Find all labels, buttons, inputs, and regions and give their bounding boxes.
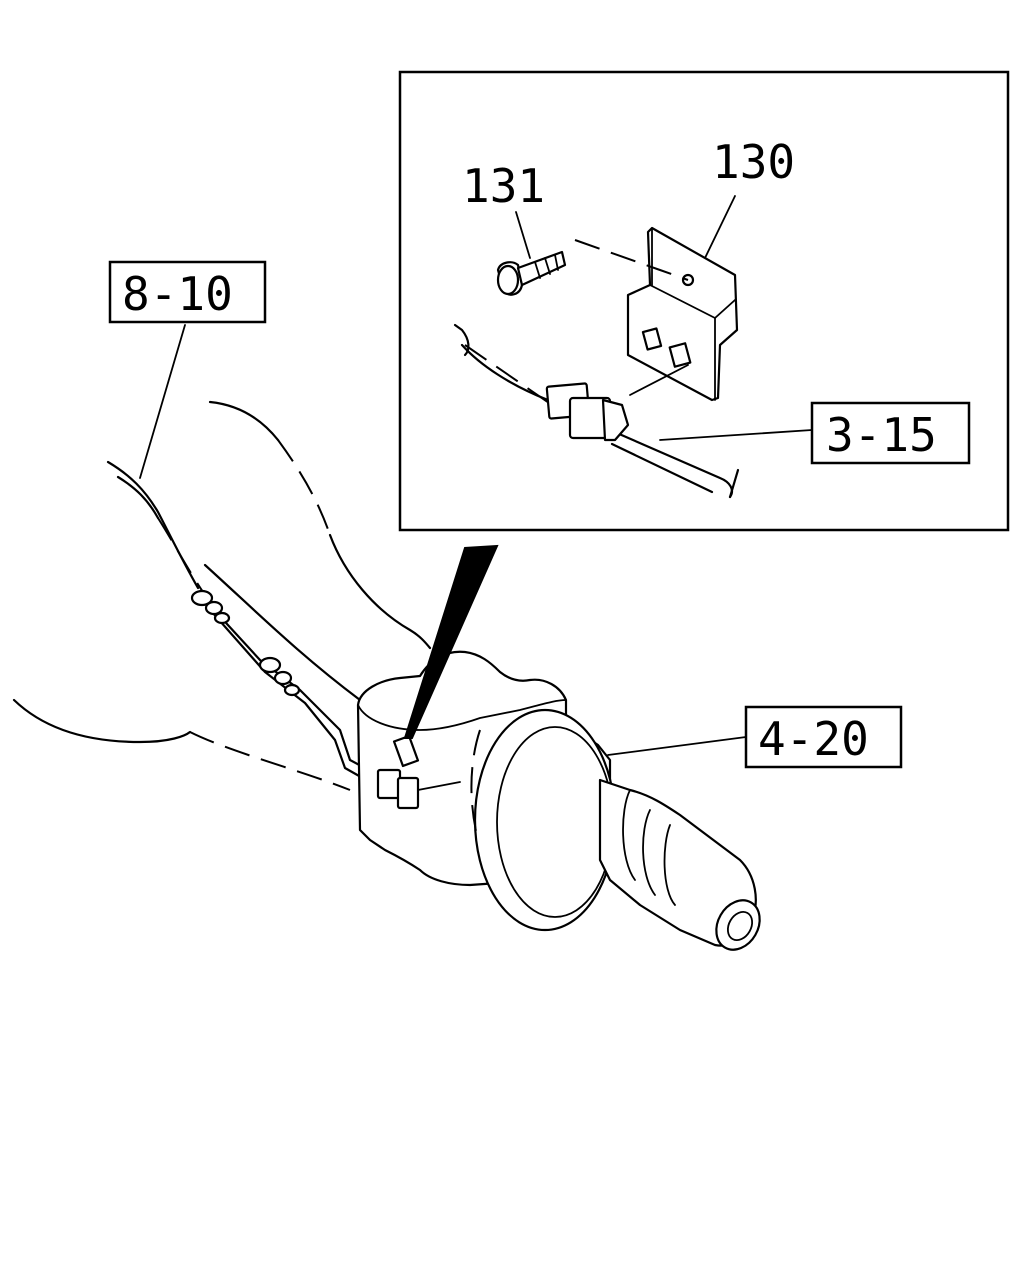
- bolt-131: [496, 250, 567, 296]
- callout-4-20-label: 4-20: [758, 712, 869, 766]
- callout-3-15-label: 3-15: [826, 408, 937, 462]
- leader-8-10: [139, 324, 186, 479]
- vehicle-body-outline: [12, 400, 432, 791]
- leader-4-20: [607, 736, 747, 756]
- leader-131: [515, 211, 531, 259]
- cable-clamp-1: [190, 589, 231, 625]
- part-number-130: 130: [712, 135, 795, 189]
- cable-clamp-2: [258, 656, 301, 697]
- inset-clamp: [545, 382, 630, 442]
- detail-pointer: [403, 544, 499, 739]
- callout-8-10[interactable]: 8-10: [108, 260, 267, 324]
- bracket-130: [626, 226, 739, 402]
- connector-on-housing: [376, 734, 461, 810]
- callout-8-10-label: 8-10: [122, 267, 233, 321]
- leader-130: [704, 195, 736, 259]
- part-number-131: 131: [462, 159, 545, 213]
- leader-3-15: [659, 429, 813, 441]
- cable-line: [106, 460, 380, 787]
- tail-shaft: [598, 778, 761, 951]
- callout-3-15[interactable]: 3-15: [810, 401, 971, 465]
- callout-4-20[interactable]: 4-20: [744, 705, 903, 769]
